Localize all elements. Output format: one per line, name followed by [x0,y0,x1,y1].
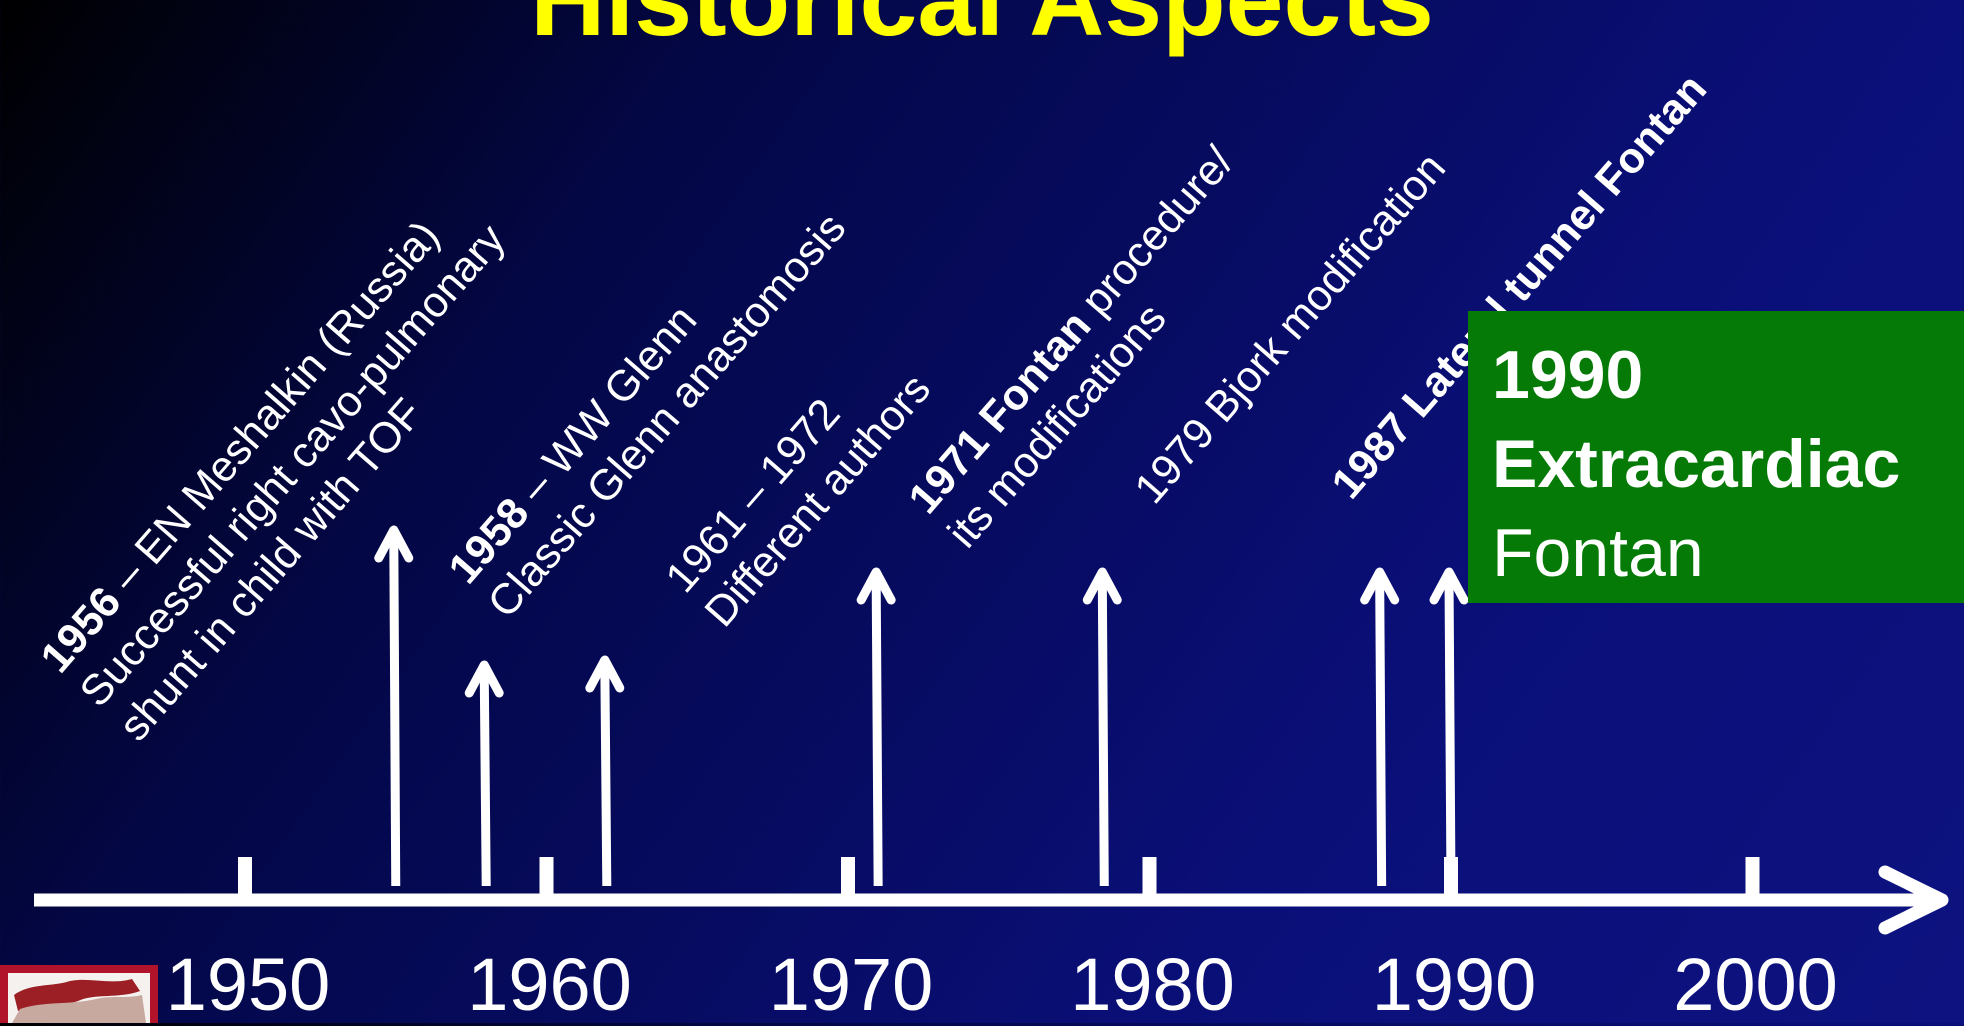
timeline-arrowhead-icon [1878,865,1949,935]
year-label-1960: 1960 [467,943,632,1026]
timeline-arrow-icon [374,525,414,887]
tick-mark-1950 [238,857,252,897]
year-label-1970: 1970 [768,943,934,1026]
highlight-year: 1990 [1492,337,1644,413]
tick-mark-1980 [1142,857,1157,897]
tick-mark-1970 [841,857,855,897]
highlight-1990-extracardiac: 1990 Extracardiac Fontan [1468,311,1964,603]
year-label-1950: 1950 [165,943,331,1026]
timeline-arrow-icon [464,660,504,887]
tick-mark-2000 [1745,857,1760,897]
year-label-2000: 2000 [1673,943,1838,1026]
year-label-1980: 1980 [1070,943,1235,1026]
timeline-arrow-icon [856,567,896,887]
timeline-arrow-icon [585,655,625,887]
highlight-text: Fontan [1492,515,1704,591]
highlight-bold-text: Extracardiac [1492,426,1901,502]
timeline-arrow-icon [1360,567,1400,887]
timeline-arrow-icon [1082,567,1122,887]
tick-mark-1960 [539,857,554,897]
year-label-1990: 1990 [1371,943,1537,1026]
timeline-arrow-icon [1429,567,1469,887]
institution-logo-icon [0,965,158,1023]
slide-title: Historical Aspects [530,0,1434,58]
